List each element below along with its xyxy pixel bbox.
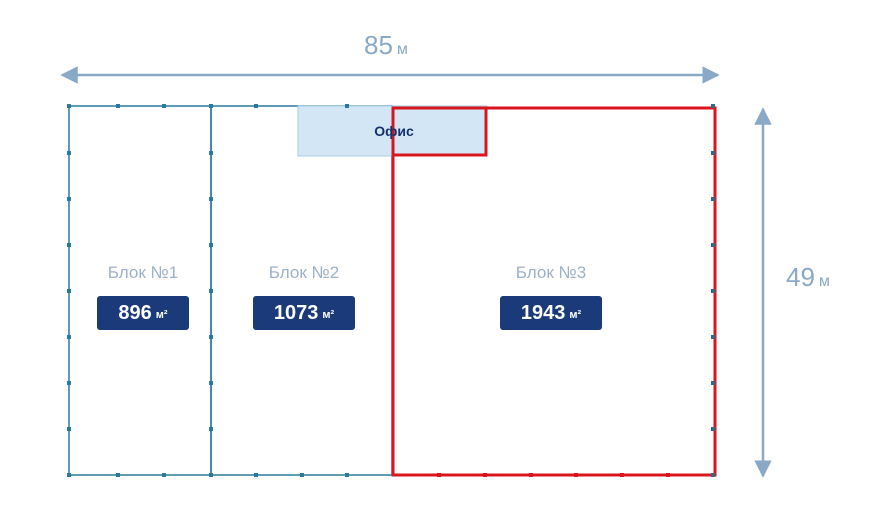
column-marker [209, 473, 213, 477]
column-marker [529, 473, 533, 477]
width-unit: м [396, 41, 408, 58]
column-marker [711, 104, 715, 108]
column-marker [209, 381, 213, 385]
column-marker [67, 151, 71, 155]
block-1-area-unit: м² [155, 309, 168, 321]
column-marker [67, 335, 71, 339]
column-marker [67, 473, 71, 477]
column-marker [711, 335, 715, 339]
column-marker [666, 473, 670, 477]
column-marker [711, 427, 715, 431]
block-2-outline [210, 105, 393, 476]
column-marker [209, 197, 213, 201]
column-marker [209, 243, 213, 247]
column-marker [711, 473, 715, 477]
column-marker [116, 104, 120, 108]
column-marker [300, 473, 304, 477]
height-value: 49 [786, 262, 815, 292]
block-3-area-unit: м² [569, 309, 582, 321]
column-marker [67, 427, 71, 431]
block-2-area-unit: м² [322, 309, 335, 321]
block-3[interactable] [391, 106, 717, 477]
column-marker [574, 473, 578, 477]
column-marker [711, 197, 715, 201]
column-marker [209, 335, 213, 339]
column-marker [209, 151, 213, 155]
column-marker [254, 473, 258, 477]
office-label: Офис [374, 123, 414, 139]
column-marker [67, 104, 71, 108]
column-marker [711, 243, 715, 247]
column-marker [711, 381, 715, 385]
column-marker [162, 104, 166, 108]
width-value: 85 [364, 30, 393, 60]
block-2-area: 1073 [273, 301, 319, 324]
block-1-outline [68, 105, 212, 476]
block-3-name: Блок №3 [515, 263, 587, 282]
column-marker [209, 427, 213, 431]
column-marker [437, 473, 441, 477]
column-marker [483, 473, 487, 477]
column-marker [254, 104, 258, 108]
column-marker [620, 473, 624, 477]
column-markers [67, 104, 715, 477]
column-marker [345, 104, 349, 108]
column-marker [711, 289, 715, 293]
column-marker [67, 197, 71, 201]
block-1-name: Блок №1 [107, 263, 179, 282]
block-3-area: 1943 [520, 301, 566, 324]
column-marker [711, 151, 715, 155]
office-selected-outline [391, 106, 488, 157]
height-unit: м [818, 273, 830, 290]
column-marker [345, 473, 349, 477]
block-3-selected-outline [391, 106, 717, 477]
column-marker [116, 473, 120, 477]
block-1[interactable] [68, 105, 212, 476]
block-2-name: Блок №2 [268, 263, 340, 282]
block-1-area: 896 [118, 301, 152, 324]
column-marker [67, 243, 71, 247]
column-marker [209, 289, 213, 293]
column-marker [67, 381, 71, 385]
column-marker [209, 104, 213, 108]
block-2[interactable] [210, 105, 393, 476]
column-marker [67, 289, 71, 293]
column-marker [162, 473, 166, 477]
